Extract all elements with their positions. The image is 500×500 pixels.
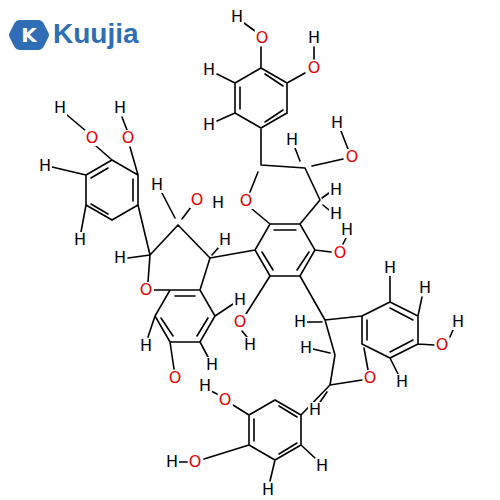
atom-label: H xyxy=(165,454,179,470)
atom-label: H xyxy=(308,402,322,418)
atom-label: H xyxy=(307,30,321,46)
atom-label: H xyxy=(233,292,247,308)
logo-icon xyxy=(9,20,49,50)
atom-label: O xyxy=(190,192,205,208)
atom-label: O xyxy=(255,30,270,46)
atom-label: O xyxy=(85,130,100,146)
atom-label: H xyxy=(202,62,216,78)
atom-label: H xyxy=(218,232,232,248)
atom-label: H xyxy=(73,232,87,248)
atom-label: H xyxy=(202,117,216,133)
atom-label: H xyxy=(150,177,164,193)
atom-label: H xyxy=(243,337,257,353)
brand-name: Kuujia xyxy=(52,20,140,48)
atom-label: H xyxy=(418,280,432,296)
atom-label: O xyxy=(435,337,450,353)
atom-label: O xyxy=(188,454,203,470)
atom-label: H xyxy=(329,182,343,198)
bond-lines xyxy=(52,23,453,481)
atom-label: H xyxy=(38,158,52,174)
atom-label: H xyxy=(329,206,343,222)
atom-label: O xyxy=(218,392,233,408)
atom-label: H xyxy=(315,458,329,474)
atom-label: H xyxy=(211,195,225,211)
atom-label: O xyxy=(139,282,154,298)
atom-label: O xyxy=(345,149,360,165)
atom-label: H xyxy=(451,314,465,330)
atom-label: H xyxy=(340,222,354,238)
atom-label: H xyxy=(139,338,153,354)
atom-label: H xyxy=(299,340,313,356)
atom-label: H xyxy=(198,378,212,394)
atom-label: H xyxy=(205,357,219,373)
logo-letter: K xyxy=(20,25,38,45)
atom-label: O xyxy=(333,245,348,261)
atom-label: H xyxy=(113,250,127,266)
atom-label: H xyxy=(395,374,409,390)
atom-label: H xyxy=(113,100,127,116)
atom-label: O xyxy=(233,314,248,330)
atom-label: O xyxy=(363,370,378,386)
atom-label: H xyxy=(293,314,307,330)
atom-label: H xyxy=(230,9,244,25)
atom-label: H xyxy=(383,260,397,276)
atom-label: O xyxy=(168,370,183,386)
atom-label: O xyxy=(121,130,136,146)
atom-label: H xyxy=(261,482,275,498)
atom-label: H xyxy=(53,100,67,116)
atom-label: H xyxy=(330,115,344,131)
atom-label: H xyxy=(285,132,299,148)
atom-label: O xyxy=(239,193,254,209)
atom-label: O xyxy=(307,60,322,76)
